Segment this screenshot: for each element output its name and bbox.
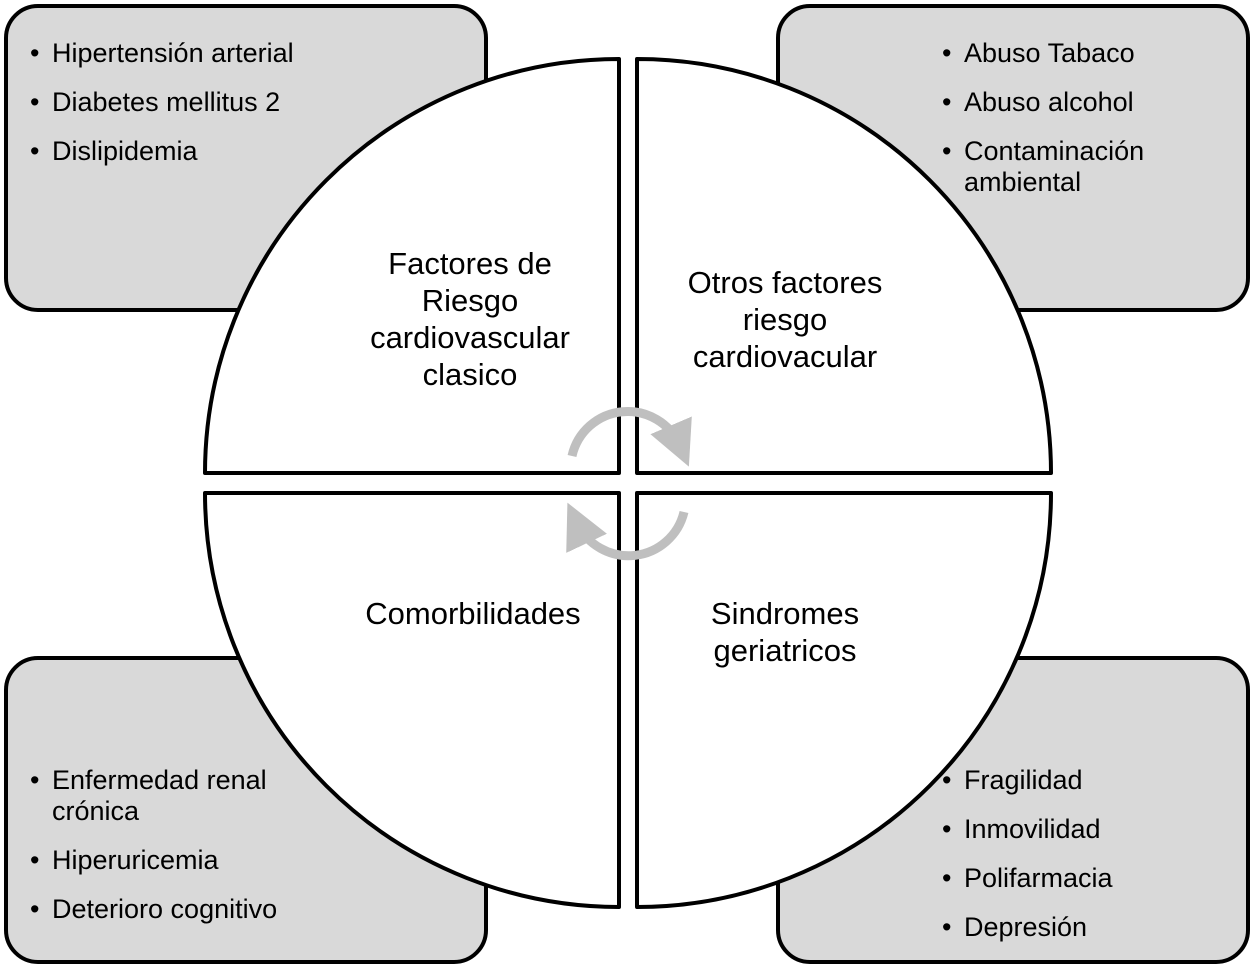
quadrant-top-left — [203, 57, 621, 475]
list-item: Abuso Tabaco — [942, 38, 1232, 69]
list-item: Polifarmacia — [942, 863, 1232, 894]
list-item: Hiperuricemia — [30, 845, 330, 876]
list-item: Diabetes mellitus 2 — [30, 87, 330, 118]
other-risk-list: Abuso Tabaco Abuso alcohol Contaminación… — [942, 38, 1232, 216]
quadrant-bottom-left — [203, 491, 621, 909]
list-item: Depresión — [942, 912, 1232, 943]
quadrant-title-other-risk: Otros factores riesgo cardiovacular — [687, 265, 883, 374]
quadrant-title-classic-risk: Factores de Riesgo cardiovascular clasic… — [370, 246, 570, 392]
list-item: Enfermedad renal crónica — [30, 765, 330, 827]
list-item: Inmovilidad — [942, 814, 1232, 845]
comorbidities-list: Enfermedad renal crónica Hiperuricemia D… — [30, 765, 330, 943]
list-item: Contaminación ambiental — [942, 136, 1232, 198]
geriatric-syndromes-list: Fragilidad Inmovilidad Polifarmacia Depr… — [942, 765, 1232, 961]
list-item: Hipertensión arterial — [30, 38, 330, 69]
list-item: Abuso alcohol — [942, 87, 1232, 118]
quadrant-title-comorbidities: Comorbilidades — [365, 596, 581, 631]
cycle-arrow-icon — [566, 407, 692, 561]
list-item: Deterioro cognitivo — [30, 894, 330, 925]
classic-risk-list: Hipertensión arterial Diabetes mellitus … — [30, 38, 330, 185]
list-item: Dislipidemia — [30, 136, 330, 167]
quadrant-title-geriatric-syndromes: Sindromes geriatricos — [710, 596, 860, 668]
list-item: Fragilidad — [942, 765, 1232, 796]
quadrant-bottom-right — [635, 491, 1053, 909]
